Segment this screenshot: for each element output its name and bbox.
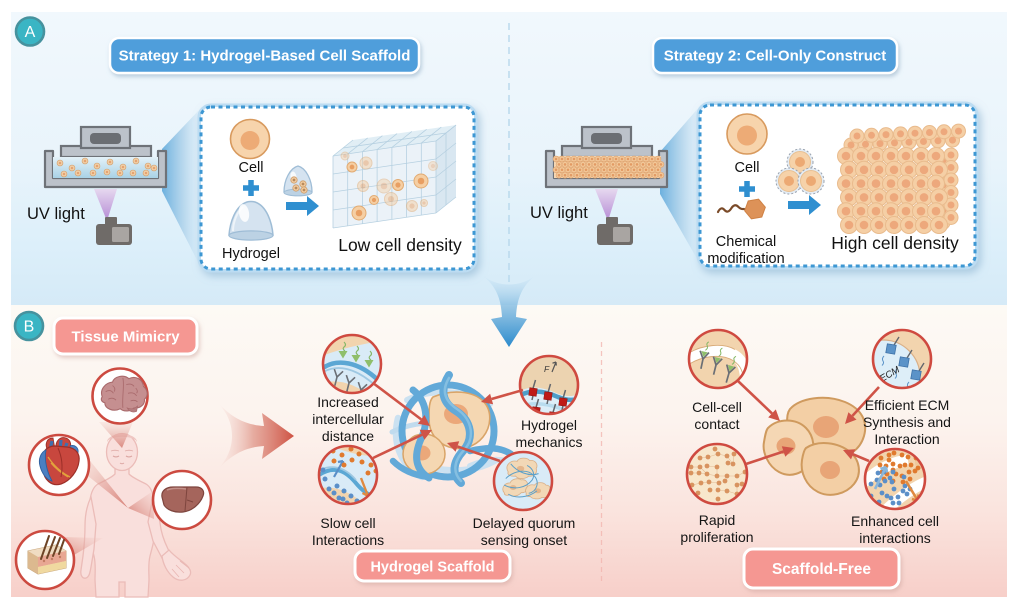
svg-text:B: B [24,319,35,336]
svg-text:Scaffold-Free: Scaffold-Free [772,561,871,578]
svg-text:F: F [544,364,550,374]
svg-text:Hydrogel: Hydrogel [222,246,280,262]
svg-text:sensing onset: sensing onset [481,532,568,548]
svg-text:contact: contact [694,416,739,432]
svg-text:Chemical: Chemical [716,234,776,250]
svg-text:Synthesis and: Synthesis and [863,414,951,430]
svg-text:intercellular: intercellular [312,411,384,427]
svg-text:Rapid: Rapid [699,512,736,528]
svg-text:mechanics: mechanics [516,434,583,450]
svg-text:Cell: Cell [239,160,264,176]
svg-text:Efficient ECM: Efficient ECM [865,397,950,413]
svg-text:Low cell density: Low cell density [338,235,462,255]
svg-text:Strategy 1: Hydrogel-Based Cel: Strategy 1: Hydrogel-Based Cell Scaffold [119,48,411,65]
svg-text:Enhanced cell: Enhanced cell [851,513,939,529]
svg-text:Interaction: Interaction [874,431,939,447]
svg-text:proliferation: proliferation [680,529,753,545]
svg-text:distance: distance [322,428,374,444]
svg-text:Slow cell: Slow cell [320,515,375,531]
svg-text:modification: modification [707,251,784,267]
svg-text:High cell density: High cell density [831,233,959,253]
svg-text:Increased: Increased [317,394,378,410]
svg-text:UV light: UV light [530,204,588,222]
svg-text:Delayed quorum: Delayed quorum [473,515,576,531]
svg-text:Cell: Cell [735,160,760,176]
svg-text:UV light: UV light [27,205,85,223]
svg-text:Hydrogel: Hydrogel [521,417,577,433]
svg-text:interactions: interactions [859,530,931,546]
svg-text:Hydrogel Scaffold: Hydrogel Scaffold [370,560,494,576]
svg-text:Tissue Mimicry: Tissue Mimicry [71,329,180,346]
svg-text:Strategy 2: Cell-Only Construc: Strategy 2: Cell-Only Construct [664,48,887,65]
svg-text:A: A [25,24,36,41]
svg-text:Cell-cell: Cell-cell [692,399,742,415]
svg-text:Interactions: Interactions [312,532,384,548]
